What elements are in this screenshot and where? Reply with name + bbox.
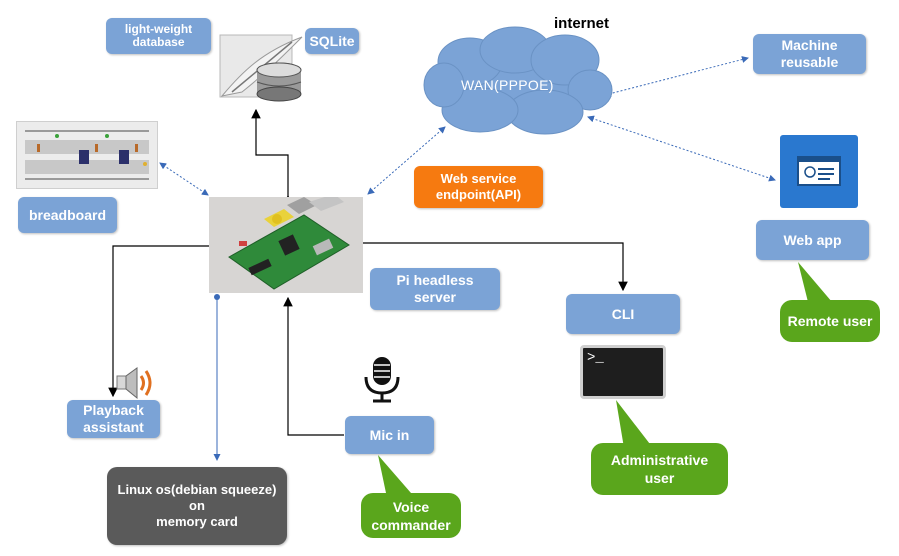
lightweight-database-box: light-weight database <box>106 18 211 54</box>
microphone-icon <box>364 357 400 403</box>
administrative-user-callout: Administrative user <box>591 400 728 495</box>
pi-playback-connector <box>108 245 210 398</box>
wan-machine-connector <box>604 56 749 97</box>
breadboard-box: breadboard <box>18 197 117 233</box>
web-app-icon <box>780 135 858 208</box>
speaker-icon <box>116 367 152 400</box>
mic-pi-connector <box>283 296 344 436</box>
raspberry-pi-board-image <box>209 194 363 293</box>
wan-label: WAN(PPPOE) <box>461 77 554 93</box>
sqlite-feather-database-icon <box>219 34 303 102</box>
administrative-user-label: Administrative user <box>591 443 728 495</box>
linux-os-box: Linux os(debian squeeze) on memory card <box>107 467 287 545</box>
web-app-box: Web app <box>756 220 869 260</box>
wan-webapp-connector <box>587 115 776 182</box>
voice-commander-callout: Voice commander <box>361 455 461 538</box>
pi-headless-server-box: Pi headless server <box>370 268 500 310</box>
remote-user-callout: Remote user <box>780 262 880 342</box>
terminal-icon: >_ <box>580 345 666 399</box>
web-service-endpoint-box: Web service endpoint(API) <box>414 166 543 208</box>
pi-sqlite-connector <box>251 108 293 205</box>
internet-label: internet <box>554 15 610 32</box>
sqlite-box: SQLite <box>305 28 359 54</box>
terminal-prompt: >_ <box>587 350 604 366</box>
breadboard-image <box>16 121 158 189</box>
playback-assistant-box: Playback assistant <box>67 400 160 438</box>
remote-user-label: Remote user <box>780 300 880 342</box>
pi-cli-connector <box>362 242 628 292</box>
breadboard-pi-connector <box>159 162 209 196</box>
pi-linux-connector-dot <box>214 294 220 300</box>
pi-wan-connector <box>367 126 446 195</box>
machine-reusable-box: Machine reusable <box>753 34 866 74</box>
mic-in-box: Mic in <box>345 416 434 454</box>
cli-box: CLI <box>566 294 680 334</box>
voice-commander-label: Voice commander <box>361 493 461 538</box>
